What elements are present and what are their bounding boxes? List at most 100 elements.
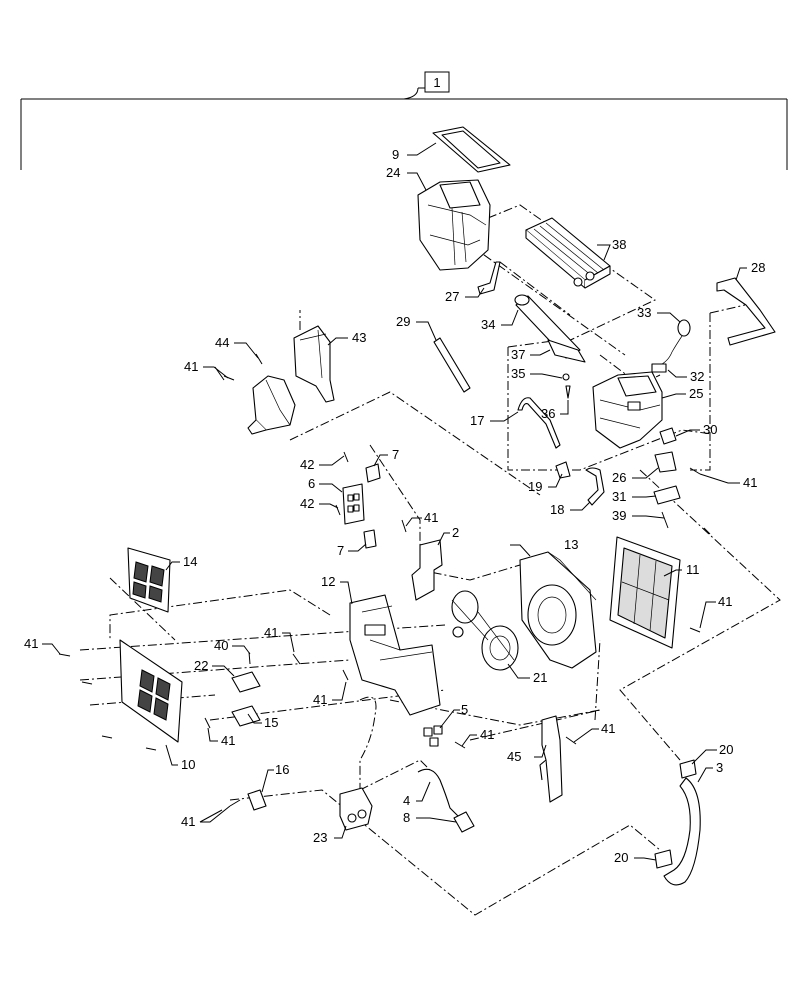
callout-41-k: 41 xyxy=(181,814,195,829)
callout-numbers: 9 24 38 27 28 33 29 34 37 35 36 32 25 17… xyxy=(24,147,765,865)
callout-41-c: 41 xyxy=(424,510,438,525)
callout-16: 16 xyxy=(275,762,289,777)
callout-13: 13 xyxy=(564,537,578,552)
callout-15: 15 xyxy=(264,715,278,730)
part-30-clip xyxy=(659,427,677,445)
part-7-bracket-lower xyxy=(363,529,377,549)
part-20-clamp-lower xyxy=(654,849,673,869)
callout-41-i: 41 xyxy=(480,727,494,742)
callout-42-b: 42 xyxy=(300,496,314,511)
callout-14: 14 xyxy=(183,554,197,569)
callout-6: 6 xyxy=(308,476,315,491)
callout-32: 32 xyxy=(690,369,704,384)
part-39-screw xyxy=(661,511,669,529)
part-21-blower-wheel xyxy=(451,590,519,671)
part-31-block xyxy=(653,485,681,505)
part-22-bracket xyxy=(231,671,261,693)
callout-35: 35 xyxy=(511,366,525,381)
part-44-elbow xyxy=(247,375,296,435)
part-2-bracket xyxy=(411,539,443,601)
callout-8: 8 xyxy=(403,810,410,825)
callout-21: 21 xyxy=(533,670,547,685)
callout-20-b: 20 xyxy=(614,850,628,865)
part-4-harness xyxy=(417,768,475,833)
callout-3: 3 xyxy=(716,760,723,775)
part-34-tube xyxy=(514,294,586,363)
callout-20-a: 20 xyxy=(719,742,733,757)
callout-41-g: 41 xyxy=(313,692,327,707)
callout-33: 33 xyxy=(637,305,651,320)
part-13-blower-housing xyxy=(519,551,597,669)
callout-23: 23 xyxy=(313,830,327,845)
part-3-hose xyxy=(663,777,701,886)
part-35-fitting xyxy=(562,373,570,381)
callout-43: 43 xyxy=(352,330,366,345)
callout-40: 40 xyxy=(214,638,228,653)
callout-24: 24 xyxy=(386,165,400,180)
part-25-evaporator-housing xyxy=(592,371,663,449)
callout-37: 37 xyxy=(511,347,525,362)
part-45-plate xyxy=(539,715,563,803)
callout-17: 17 xyxy=(470,413,484,428)
callout-31: 31 xyxy=(612,489,626,504)
callout-11: 11 xyxy=(686,562,700,577)
fasteners xyxy=(58,353,711,807)
part-27-bracket xyxy=(477,261,501,295)
part-17-pipe xyxy=(517,397,561,449)
callout-4: 4 xyxy=(403,793,410,808)
callout-41-b: 41 xyxy=(184,359,198,374)
callout-41-h: 41 xyxy=(221,733,235,748)
callout-41-f: 41 xyxy=(264,625,278,640)
callout-27: 27 xyxy=(445,289,459,304)
part-24-upper-housing xyxy=(417,179,491,271)
callout-5: 5 xyxy=(461,702,468,717)
callout-34: 34 xyxy=(481,317,495,332)
parts xyxy=(58,126,776,886)
callout-7-a: 7 xyxy=(392,447,399,462)
part-43-duct xyxy=(293,325,335,403)
part-6-plate xyxy=(342,483,365,525)
callout-29: 29 xyxy=(396,314,410,329)
callout-41-e: 41 xyxy=(24,636,38,651)
callout-28: 28 xyxy=(751,260,765,275)
part-16-actuator xyxy=(247,789,267,811)
callout-38: 38 xyxy=(612,237,626,252)
callout-9: 9 xyxy=(392,147,399,162)
part-14-grille xyxy=(127,547,171,613)
part-26-clip xyxy=(654,451,677,473)
leader-lines xyxy=(42,142,747,861)
part-7-bracket-upper xyxy=(365,463,381,483)
callout-7-b: 7 xyxy=(337,543,344,558)
part-5-connector xyxy=(423,725,443,747)
part-11-filter xyxy=(609,536,681,649)
part-18-pipe xyxy=(585,467,605,506)
part-9-gasket xyxy=(432,126,511,173)
part-33-sensor xyxy=(651,319,691,373)
callout-22: 22 xyxy=(194,658,208,673)
callout-19: 19 xyxy=(528,479,542,494)
callout-18: 18 xyxy=(550,502,564,517)
callout-10: 10 xyxy=(181,757,195,772)
part-38-heater-core xyxy=(525,217,611,289)
part-36-valve xyxy=(565,385,571,399)
assembly-bracket: 1 xyxy=(20,71,788,170)
callout-45: 45 xyxy=(507,749,521,764)
callout-36: 36 xyxy=(541,406,555,421)
callout-25: 25 xyxy=(689,386,703,401)
callout-39: 39 xyxy=(612,508,626,523)
callout-41-a: 41 xyxy=(743,475,757,490)
part-23-actuator xyxy=(339,787,373,831)
callout-41-j: 41 xyxy=(601,721,615,736)
part-19-clip xyxy=(555,461,571,479)
callout-41-d: 41 xyxy=(718,594,732,609)
part-12-housing xyxy=(349,594,441,716)
part-29-strip xyxy=(433,337,471,393)
assembly-callout-1: 1 xyxy=(433,75,440,90)
callout-26: 26 xyxy=(612,470,626,485)
part-28-bracket xyxy=(716,277,776,346)
callout-42-a: 42 xyxy=(300,457,314,472)
callout-2: 2 xyxy=(452,525,459,540)
callout-12: 12 xyxy=(321,574,335,589)
callout-44: 44 xyxy=(215,335,229,350)
